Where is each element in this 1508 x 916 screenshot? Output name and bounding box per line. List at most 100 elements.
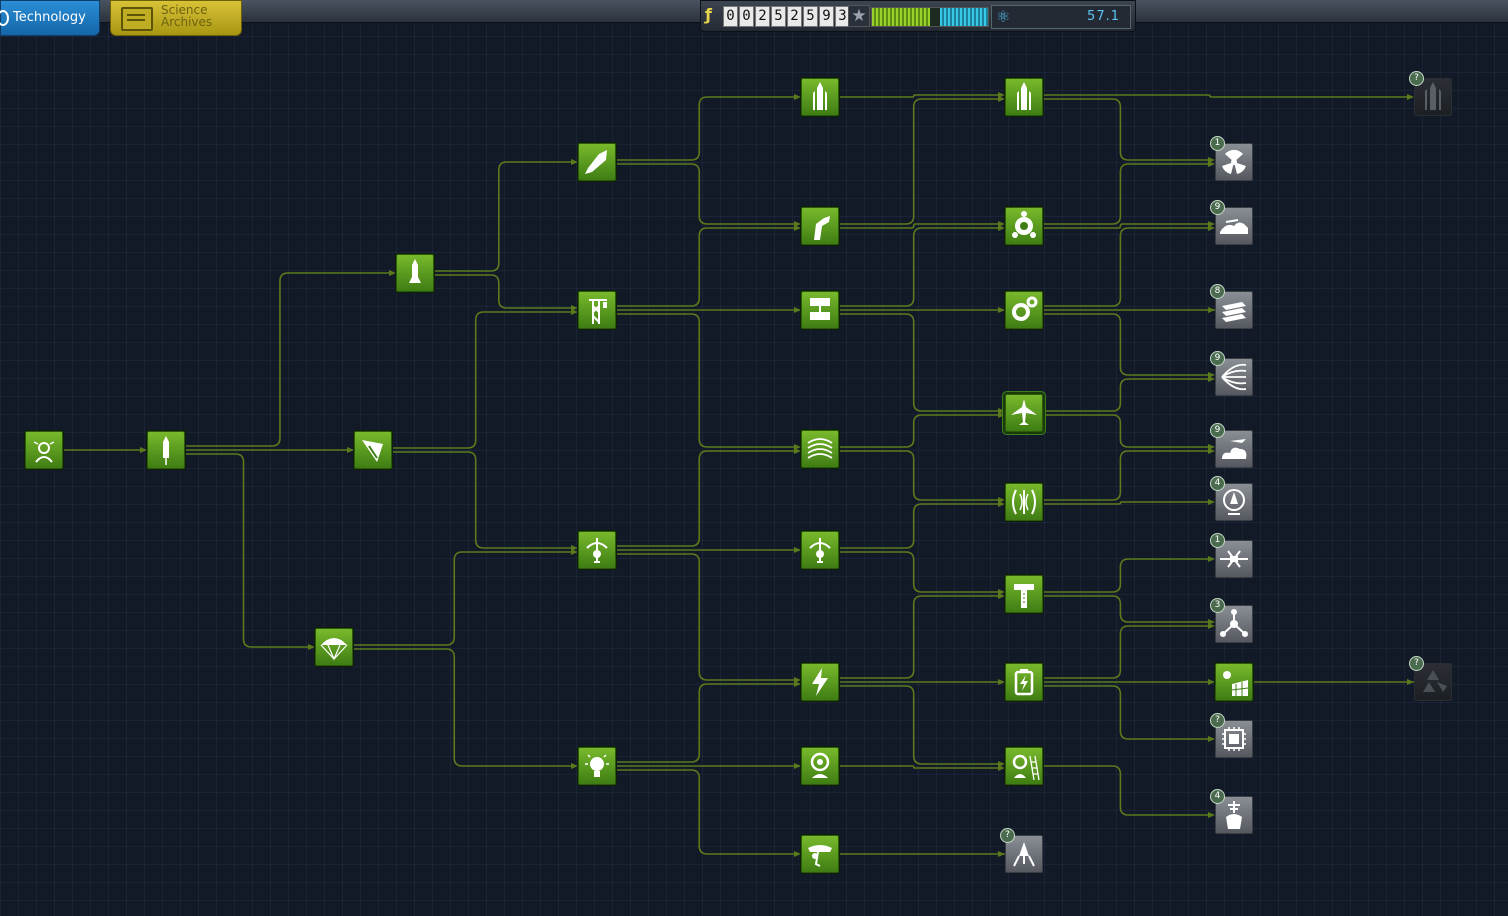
tech-link-arrow — [998, 412, 1005, 418]
tech-link-arrow — [1208, 372, 1215, 378]
tech-link — [1043, 685, 1209, 740]
tech-link-arrow — [1208, 556, 1215, 562]
tech-link-arrow — [1208, 157, 1215, 163]
science-archives-tab-label: Science Archives — [161, 3, 213, 29]
tech-node-electronics[interactable]: 4 — [1210, 789, 1253, 834]
tech-node-command-modules[interactable]: 4 — [1210, 476, 1253, 521]
tech-link — [839, 223, 999, 229]
tech-node-supersonic-flight[interactable] — [1005, 394, 1043, 432]
tech-link-arrow — [1208, 736, 1215, 742]
tech-node-fuel-systems[interactable] — [801, 207, 839, 245]
funds-digit: 0 — [739, 6, 754, 27]
tech-link-arrow — [794, 225, 801, 231]
tech-node-general-rocketry[interactable] — [396, 254, 434, 292]
tech-link-arrow — [1407, 679, 1414, 685]
tech-link — [839, 551, 999, 593]
tech-link-arrow — [998, 679, 1005, 685]
tech-node-space-exploration[interactable] — [801, 747, 839, 785]
tech-node-advanced-exploration[interactable] — [1005, 747, 1043, 785]
tech-link — [839, 450, 999, 501]
tech-node-high-altitude-flight[interactable]: 9 — [1210, 200, 1253, 245]
tech-link — [1043, 625, 1209, 679]
tech-link-arrow — [1208, 812, 1215, 818]
tech-link — [839, 503, 999, 549]
tech-link-arrow — [140, 447, 147, 453]
tech-node-electrics[interactable] — [801, 663, 839, 701]
tech-node-nuclear-propulsion[interactable]: 1 — [1210, 136, 1253, 181]
tech-node-specialized-control[interactable] — [1005, 483, 1043, 521]
reputation-bar-fill — [872, 8, 930, 26]
tech-cost-badge: 4 — [1210, 476, 1225, 491]
tech-node-aerospace-tech[interactable]: 9 — [1210, 423, 1253, 468]
tech-node-heavy-rocketry[interactable] — [801, 78, 839, 116]
tech-node-nuclear-power[interactable]: ? — [1409, 656, 1452, 701]
tech-node-aerodynamics[interactable] — [801, 430, 839, 468]
tech-link-arrow — [1208, 221, 1215, 227]
tech-link — [1043, 163, 1209, 225]
tech-link — [434, 161, 572, 272]
tech-link-arrow — [571, 545, 578, 551]
science-atom-icon: ⚛ — [996, 7, 1011, 26]
tech-node-heavier-rocketry[interactable] — [1005, 78, 1043, 116]
tech-node-start[interactable] — [25, 431, 63, 469]
tech-link-arrow — [1208, 307, 1215, 313]
tech-node-basic-rocketry[interactable] — [147, 431, 185, 469]
tech-node-stability[interactable] — [354, 431, 392, 469]
tech-link — [616, 769, 795, 855]
tech-node-advanced-solar[interactable] — [1215, 663, 1253, 701]
tech-cost-badge: 9 — [1210, 423, 1225, 438]
tech-link-arrow — [998, 501, 1005, 507]
tech-node-specialized-construction[interactable] — [1005, 291, 1043, 329]
tech-cost-badge: ? — [1409, 71, 1424, 86]
technology-tab[interactable]: Technology — [0, 0, 100, 36]
science-value: 57.1 — [1087, 9, 1120, 24]
tech-link-arrow — [1208, 679, 1215, 685]
tech-cost-badge: 9 — [1210, 351, 1225, 366]
tech-cost-badge: 1 — [1210, 533, 1225, 548]
tech-node-composites[interactable]: 8 — [1210, 284, 1253, 329]
tech-node-advanced-construction[interactable] — [801, 291, 839, 329]
tech-node-basic-science[interactable] — [578, 747, 616, 785]
funds-digit: 5 — [803, 6, 818, 27]
tech-node-general-construction[interactable] — [578, 291, 616, 329]
tech-node-unmanned-tech[interactable]: ? — [1210, 713, 1253, 758]
tech-link — [434, 274, 572, 309]
tech-link-arrow — [308, 644, 315, 650]
tech-node-field-science[interactable]: 3 — [1210, 598, 1253, 643]
tech-link — [1043, 313, 1209, 376]
tech-link — [353, 551, 572, 646]
tech-node-advanced-electrics[interactable] — [1005, 663, 1043, 701]
tech-link-arrow — [571, 309, 578, 315]
tech-cost-badge: 8 — [1210, 284, 1225, 299]
tech-link-arrow — [347, 447, 354, 453]
tech-node-flight-control[interactable] — [578, 531, 616, 569]
tech-link-arrow — [998, 225, 1005, 231]
tech-link — [839, 595, 999, 679]
tech-node-survivability[interactable] — [315, 628, 353, 666]
tech-link-arrow — [1208, 161, 1215, 167]
tech-link — [185, 272, 390, 447]
tech-node-advanced-rocketry[interactable] — [578, 143, 616, 181]
tech-link-arrow — [571, 549, 578, 555]
tech-link-arrow — [794, 307, 801, 313]
tech-node-landing[interactable] — [801, 835, 839, 873]
status-panel: ƒ 0 0 2 5 2 5 9 3 ★ ⚛ 57.1 — [700, 0, 1136, 32]
tech-node-advanced-flight-control[interactable] — [801, 531, 839, 569]
tech-cost-badge: ? — [1000, 828, 1015, 843]
tech-node-precision-engineering[interactable]: 1 — [1210, 533, 1253, 578]
archive-icon — [121, 7, 153, 31]
tech-node-aviation[interactable]: 9 — [1210, 351, 1253, 396]
tech-link-arrow — [998, 307, 1005, 313]
tech-link-arrow — [998, 851, 1005, 857]
tech-link — [839, 414, 999, 448]
tech-link-arrow — [998, 408, 1005, 414]
tech-node-advanced-fuel-systems[interactable] — [1005, 207, 1043, 245]
tech-link-arrow — [794, 677, 801, 683]
tech-node-advanced-landing[interactable]: ? — [1000, 828, 1043, 873]
tech-link — [1043, 378, 1209, 412]
science-archives-tab[interactable]: Science Archives — [110, 0, 242, 36]
tech-link — [839, 94, 999, 98]
tech-node-actuators[interactable] — [1005, 575, 1043, 613]
tech-node-very-heavy-rocketry[interactable]: ? — [1409, 71, 1452, 116]
